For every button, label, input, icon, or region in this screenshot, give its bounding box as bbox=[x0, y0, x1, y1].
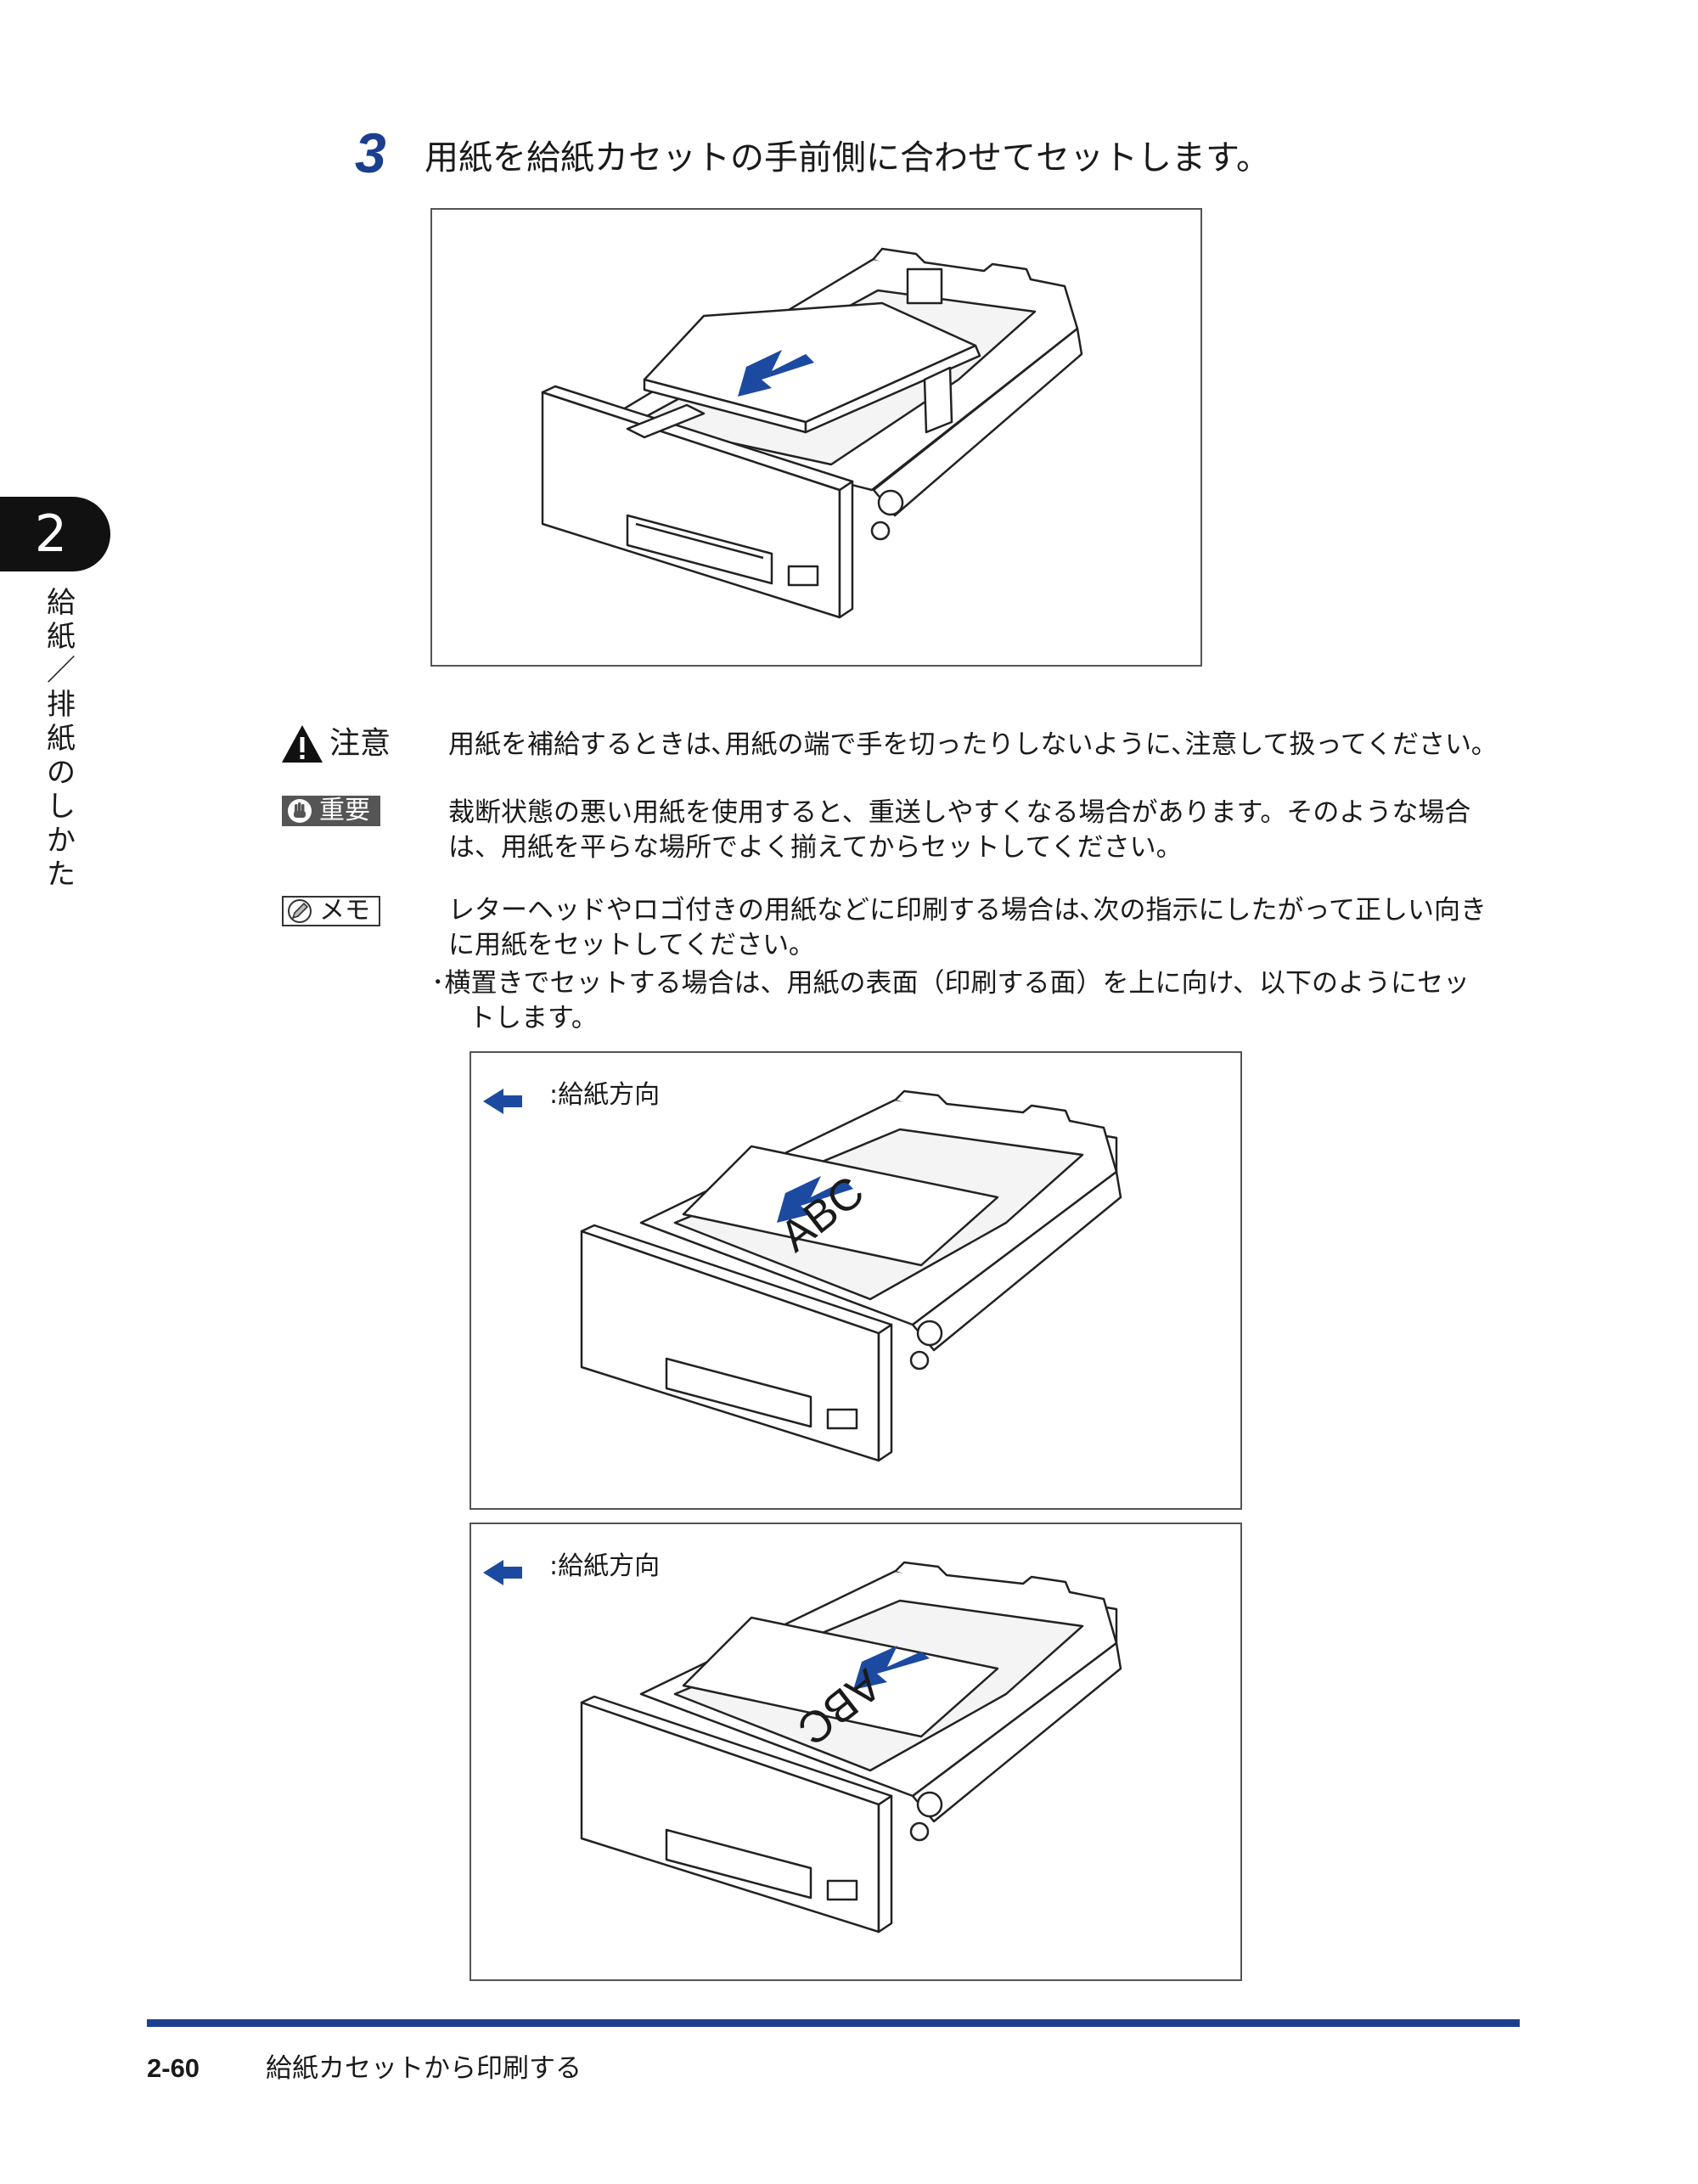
memo-text: レターヘッドやロゴ付きの用紙などに印刷する場合は､次の指示にしたがって正しい向き… bbox=[448, 893, 1535, 963]
chapter-tab: 2 bbox=[0, 497, 110, 571]
figure-landscape-abc-rotated: :給紙方向 ABC bbox=[469, 1523, 1242, 1981]
cassette-abc-rotated-illustration bbox=[483, 1560, 1122, 1934]
feed-arrow-icon bbox=[483, 1560, 522, 1585]
side-char: の bbox=[47, 756, 76, 790]
cassette-abc-illustration bbox=[483, 1089, 1122, 1462]
side-char: 排 bbox=[47, 688, 76, 722]
important-badge: 重要 bbox=[282, 796, 380, 827]
side-char: ／ bbox=[47, 654, 76, 688]
important-text: 裁断状態の悪い用紙を使用すると、重送しやすくなる場合があります。そのような場合 … bbox=[448, 796, 1535, 865]
memo-bullet: ･横置きでセットする場合は、用紙の表面（印刷する面）を上に向け、以下のようにセッ… bbox=[431, 966, 1535, 1036]
footer-rule bbox=[147, 2019, 1520, 2027]
side-char: し bbox=[47, 790, 76, 824]
side-char: か bbox=[47, 824, 76, 858]
important-label-text: 重要 bbox=[319, 796, 370, 825]
important-line: 裁断状態の悪い用紙を使用すると、重送しやすくなる場合があります。そのような場合 bbox=[448, 797, 1471, 828]
memo-label-text: メモ bbox=[319, 896, 370, 926]
memo-bullet-line: トします。 bbox=[469, 1003, 598, 1033]
side-char: 給 bbox=[47, 586, 76, 620]
feed-direction-arrow-icon bbox=[738, 350, 814, 397]
side-char: 紙 bbox=[47, 722, 76, 756]
memo-bullet-line: ･横置きでセットする場合は、用紙の表面（印刷する面）を上に向け、以下のようにセッ bbox=[431, 968, 1470, 999]
hand-stop-icon bbox=[288, 799, 312, 823]
caution-label: 注意 bbox=[280, 723, 391, 764]
feed-direction-caption: :給紙方向 bbox=[549, 1551, 661, 1581]
figure-landscape-abc: :給紙方向 ABC bbox=[469, 1051, 1242, 1510]
memo-line: レターヘッドやロゴ付きの用紙などに印刷する場合は､次の指示にしたがって正しい向き bbox=[448, 895, 1487, 926]
step-text: 用紙を給紙カセットの手前側に合わせてセットします。 bbox=[424, 138, 1270, 177]
warning-triangle-icon bbox=[282, 725, 323, 763]
pencil-memo-icon bbox=[288, 899, 312, 923]
step-number: 3 bbox=[355, 121, 386, 184]
page-number: 2-60 bbox=[147, 2053, 200, 2083]
cassette-illustration bbox=[541, 247, 1083, 619]
chapter-side-title: 給 紙 ／ 排 紙 の し か た bbox=[44, 586, 78, 892]
feed-direction-arrow-icon bbox=[777, 1176, 853, 1223]
caution-label-text: 注意 bbox=[329, 726, 391, 761]
feed-arrow-icon bbox=[483, 1089, 522, 1114]
memo-badge: メモ bbox=[282, 896, 380, 927]
feed-direction-arrow-icon bbox=[853, 1646, 930, 1690]
memo-line: に用紙をセットしてください｡ bbox=[448, 930, 802, 960]
feed-direction-caption: :給紙方向 bbox=[549, 1080, 661, 1110]
footer-title: 給紙カセットから印刷する bbox=[266, 2053, 582, 2084]
side-char: 紙 bbox=[47, 620, 76, 654]
caution-text: 用紙を補給するときは､用紙の端で手を切ったりしないように､注意して扱ってください… bbox=[448, 729, 1485, 760]
side-char: た bbox=[47, 858, 76, 892]
figure-cassette-loading bbox=[430, 208, 1202, 667]
important-line: は、用紙を平らな場所でよく揃えてからセットしてください。 bbox=[448, 832, 1183, 863]
